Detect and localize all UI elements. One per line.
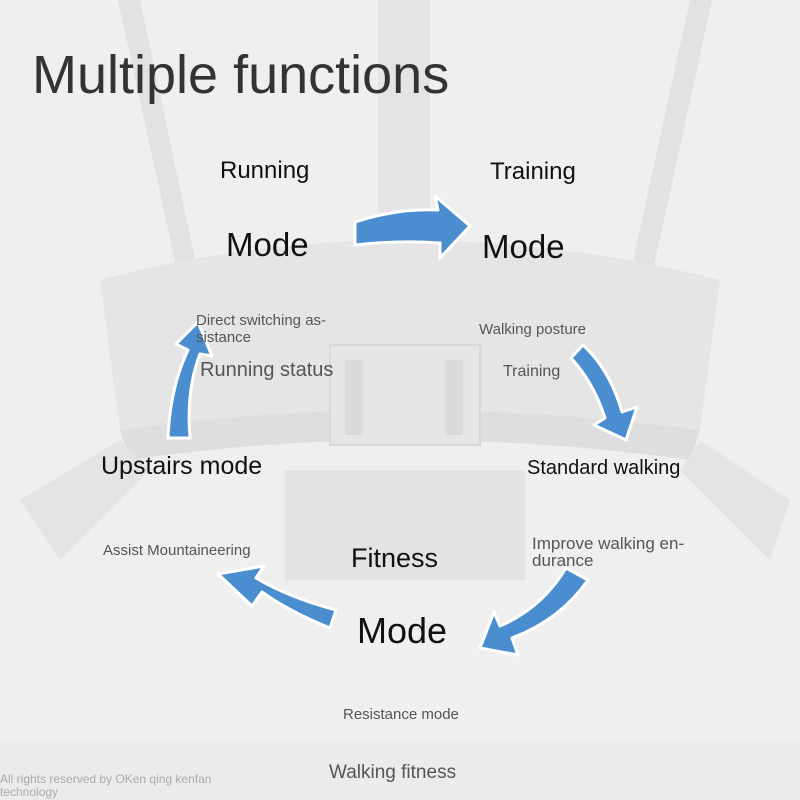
arrow-to-fitness [478, 566, 590, 657]
running-item-direct-switching: Direct switching as-sistance [196, 312, 327, 346]
training-item-walking-posture: Walking posture [479, 321, 586, 338]
running-item-running-status: Running status [200, 359, 334, 381]
upstairs-mode-label: Upstairs mode [101, 452, 263, 480]
training-item-training: Training [503, 363, 561, 380]
arrow-training-to-standard [569, 343, 639, 442]
training-mode-word: Mode [482, 228, 565, 265]
fitness-mode-label: Fitness [351, 543, 439, 573]
assist-mountaineering-label: Assist Mountaineering [103, 542, 251, 559]
standard-walking-label: Standard walking [527, 457, 681, 479]
improve-walking-endurance-label: Improve walking en-durance [532, 534, 685, 570]
page-title: Multiple functions [32, 45, 450, 105]
running-mode-word: Mode [226, 226, 309, 263]
arrow-fitness-to-upstairs [216, 564, 338, 630]
fitness-mode-word: Mode [357, 610, 448, 651]
training-mode-label: Training [490, 158, 576, 185]
fitness-item-walking-fitness: Walking fitness [329, 762, 457, 783]
running-mode-label: Running [220, 157, 310, 184]
arrow-running-to-training [353, 194, 472, 260]
fitness-item-resistance-mode: Resistance mode [343, 706, 459, 723]
copyright-footer: All rights reserved by OKen qing kenfan … [0, 772, 212, 799]
arrow-upstairs-to-running [166, 320, 214, 440]
